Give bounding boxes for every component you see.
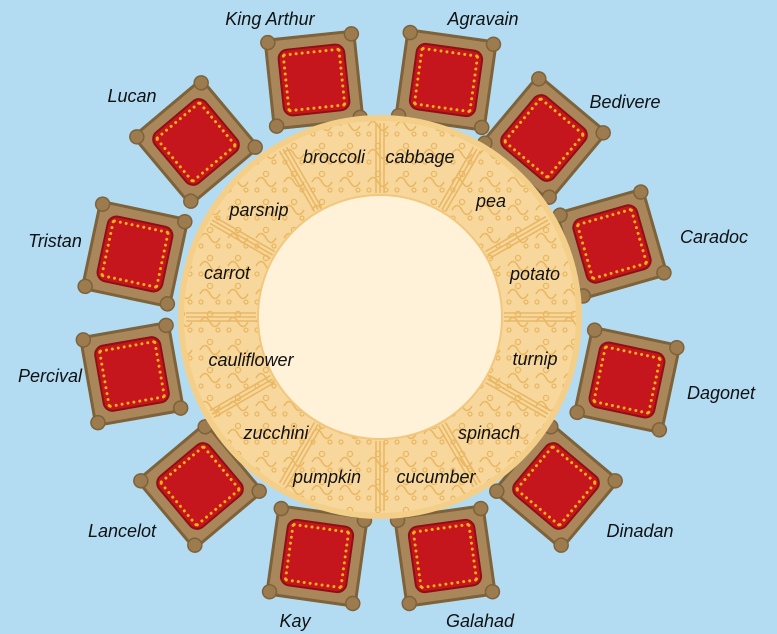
vegetable-label: broccoli [303,147,366,167]
chair-cushion [280,519,355,594]
chair-cushion [408,519,483,594]
vegetable-label: spinach [458,423,520,443]
vegetable-label: potato [509,264,560,284]
chair-cushion [588,341,666,419]
chair-post [269,118,284,133]
knight-name-label: Dagonet [687,383,756,403]
chair-post [344,26,359,41]
chair-tristan [77,196,193,312]
chair-cushion [94,336,170,412]
vegetable-label: carrot [204,263,251,283]
chair-cushion [96,215,174,293]
knight-name-label: Bedivere [589,92,660,112]
chair-percival [75,317,189,431]
knight-name-label: Lancelot [88,521,157,541]
round-table [178,115,582,519]
vegetable-label: cucumber [396,467,476,487]
knight-name-label: Galahad [446,611,515,631]
chair-dagonet [569,322,685,438]
knight-name-label: King Arthur [225,9,315,29]
chair-post [260,35,275,50]
knight-name-label: Agravain [446,9,518,29]
vegetable-label: pumpkin [292,467,361,487]
vegetable-label: cabbage [385,147,454,167]
knight-name-label: Percival [18,366,83,386]
table-center [258,195,502,439]
chair-cushion [278,44,351,117]
knight-name-label: Kay [279,611,311,631]
vegetable-label: pea [475,191,506,211]
knight-name-label: Tristan [28,231,82,251]
knight-name-label: Dinadan [606,521,673,541]
chair-cushion [409,43,484,118]
knight-name-label: Lucan [107,86,156,106]
vegetable-label: cauliflower [208,350,294,370]
knight-name-label: Caradoc [680,227,748,247]
vegetable-label: parsnip [228,200,288,220]
vegetable-label: zucchini [242,423,309,443]
vegetable-label: turnip [512,349,557,369]
